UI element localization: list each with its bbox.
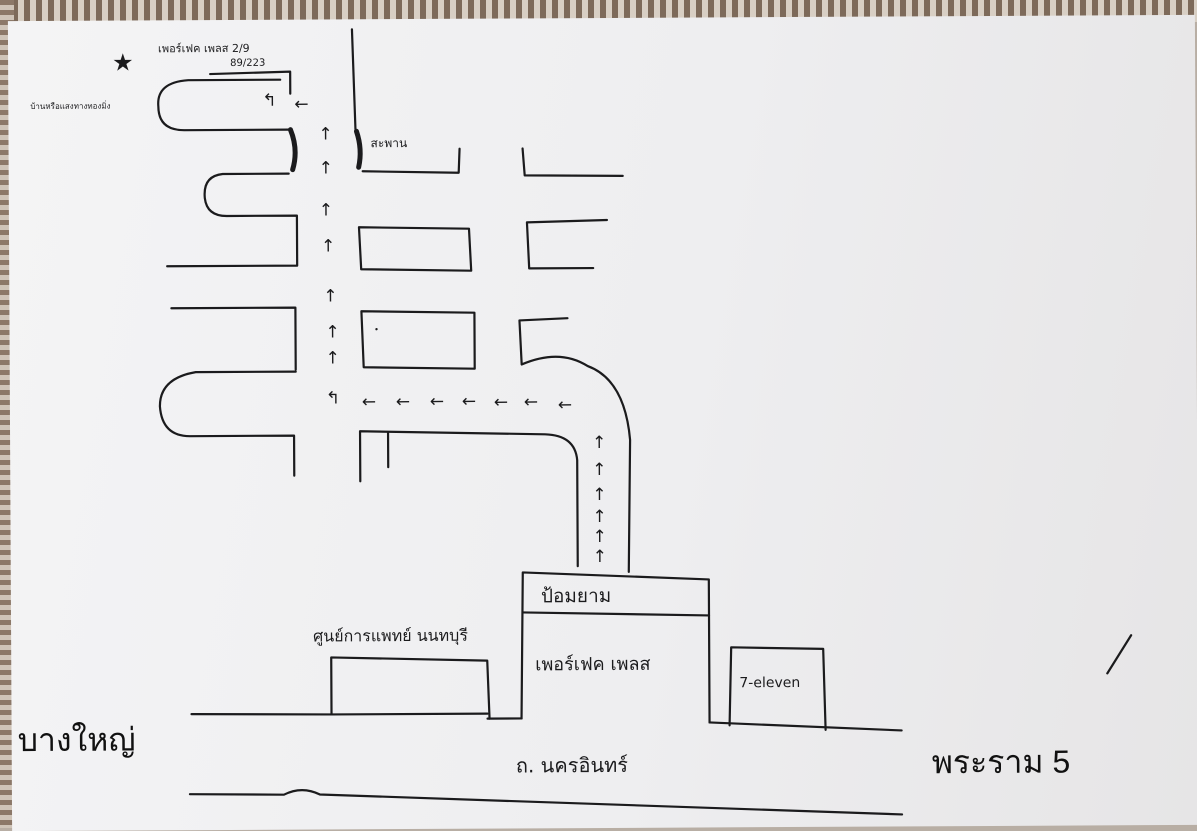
guard-post-box — [523, 611, 709, 616]
stray-pen-mark — [1107, 635, 1131, 673]
turn-left-arrow: ↰ — [262, 91, 276, 111]
bridge-left-rail — [290, 130, 295, 170]
arrow-up: ↑ — [319, 158, 333, 178]
arrow-up: ↑ — [326, 348, 340, 368]
arrow-up: ↑ — [592, 433, 606, 453]
arrow-left: ← — [362, 392, 376, 412]
destination-star-icon: ★ — [112, 48, 134, 76]
arrow-left: ← — [494, 392, 508, 412]
arrow-up: ↑ — [325, 322, 339, 342]
arrow-up: ↑ — [319, 200, 333, 220]
main-road-label: ถ. นครอินทร์ — [516, 753, 629, 778]
block-right-1 — [363, 149, 460, 174]
arrow-left: ← — [558, 395, 572, 415]
loop-bottom-left — [160, 372, 297, 477]
arrow-left: ← — [430, 392, 444, 412]
arrow-up: ↑ — [593, 547, 607, 567]
perfect-place-label: เพอร์เฟค เพลส — [535, 654, 650, 676]
block-far-right-1 — [523, 148, 623, 177]
arrow-up: ↑ — [593, 527, 607, 547]
destination-name: เพอร์เฟค เพลส 2/9 — [158, 42, 250, 55]
guard-post-label: ป้อมยาม — [541, 585, 611, 607]
soi-right-edge — [352, 29, 356, 129]
village-label: บ้านหรือแสงทางทองมิ่ง — [30, 100, 110, 111]
medical-center-building — [331, 657, 489, 720]
arrow-left: ← — [462, 392, 476, 412]
arrow-up: ↑ — [592, 460, 606, 480]
main-road-top-edge — [192, 710, 902, 734]
entrance-road-left-edge — [360, 430, 578, 567]
block-right-3 — [361, 311, 474, 370]
arrow-left: ← — [294, 95, 308, 115]
block-far-right-2 — [527, 220, 607, 268]
route-arrows-soi: ↑ ↑ ↑ ↑ ↑ ↑ ↑ — [318, 124, 340, 368]
right-direction-label: พระราม 5 — [932, 744, 1071, 781]
paper-sheet: ↑ ↑ ↑ ↑ ↑ ↑ ← ← ← ← ← ← ← ↰ ↑ ↑ ↑ ↑ ↑ ↑ … — [8, 15, 1197, 831]
arrow-up: ↑ — [592, 485, 606, 505]
ink-dot — [375, 328, 377, 330]
destination-bracket — [210, 72, 290, 94]
arrow-up: ↑ — [323, 286, 337, 306]
route-arrows-left: ← ← ← ← ← ← ← — [362, 391, 572, 416]
arrow-left: ← — [396, 392, 410, 412]
medical-center-label: ศูนย์การแพทย์ นนทบุรี — [313, 626, 468, 647]
hand-drawn-map: ↑ ↑ ↑ ↑ ↑ ↑ ← ← ← ← ← ← ← ↰ ↑ ↑ ↑ ↑ ↑ ↑ … — [8, 15, 1197, 831]
turn-left-arrow: ↰ — [326, 388, 340, 408]
block-right-2 — [359, 227, 471, 272]
block-left-3 — [171, 308, 295, 371]
bridge-right-rail — [356, 131, 360, 167]
arrow-up: ↑ — [318, 124, 332, 144]
seven-eleven-label: 7-eleven — [739, 675, 800, 691]
route-arrows-entrance: ↑ ↑ ↑ ↑ ↑ ↑ — [592, 433, 607, 567]
loop-second-left — [167, 174, 297, 267]
left-direction-label: บางใหญ่ — [18, 721, 136, 758]
bridge-label: สะพาน — [370, 136, 407, 150]
entrance-road-right-edge — [519, 318, 630, 573]
arrow-left: ← — [524, 392, 538, 412]
destination-house-number: 89/223 — [230, 58, 265, 69]
arrow-up: ↑ — [321, 236, 335, 256]
arrow-up: ↑ — [592, 507, 606, 527]
main-road-bottom-edge — [190, 787, 902, 818]
